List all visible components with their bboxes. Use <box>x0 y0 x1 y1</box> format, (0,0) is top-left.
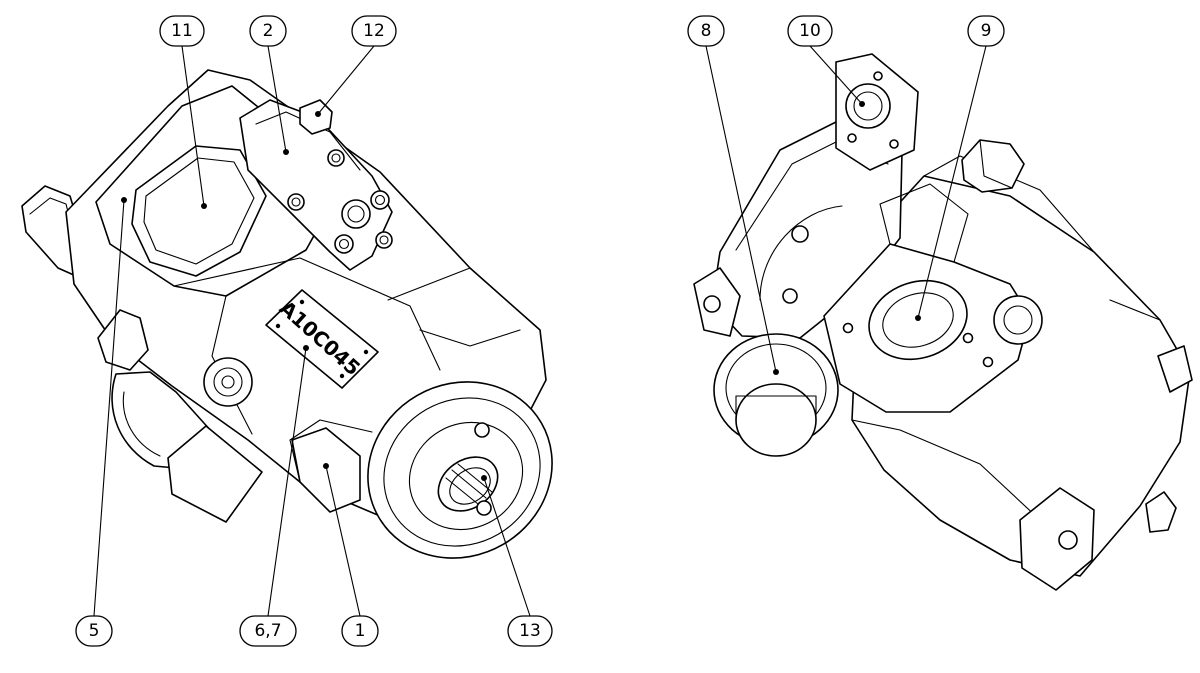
callout-8: 8 <box>687 15 725 47</box>
svg-text:10: 10 <box>799 21 821 41</box>
valve-bolts <box>287 149 393 254</box>
pump-view-right <box>693 53 1193 591</box>
svg-text:5: 5 <box>89 621 100 641</box>
side-valve <box>97 309 149 371</box>
svg-text:9: 9 <box>981 21 992 41</box>
svg-text:8: 8 <box>701 21 712 41</box>
callout-2: 2 <box>249 15 287 47</box>
callout-12: 12 <box>351 15 397 47</box>
svg-text:12: 12 <box>363 21 385 41</box>
plug-screw <box>299 99 333 135</box>
swash-housing <box>291 427 361 513</box>
lower-port-block <box>167 425 263 523</box>
svg-text:11: 11 <box>171 21 193 41</box>
side-boss <box>203 357 253 407</box>
side-boss-right <box>993 295 1043 345</box>
callout-10: 10 <box>787 15 833 47</box>
svg-text:1: 1 <box>355 621 366 641</box>
svg-text:6,7: 6,7 <box>254 621 281 641</box>
svg-text:13: 13 <box>519 621 541 641</box>
lower-flange-right <box>1019 487 1095 591</box>
callout-11: 11 <box>159 15 205 47</box>
callout-5: 5 <box>75 615 113 647</box>
drive-shaft <box>437 422 499 516</box>
callout-6-7: 6,7 <box>239 615 297 647</box>
callout-1: 1 <box>341 615 379 647</box>
callout-13: 13 <box>507 615 553 647</box>
svg-text:2: 2 <box>263 21 274 41</box>
callout-9: 9 <box>967 15 1005 47</box>
pump-view-left: A10C045 <box>21 69 553 559</box>
plug-nut <box>961 139 1025 193</box>
leader-lines <box>93 45 987 617</box>
port-plug <box>713 333 839 457</box>
